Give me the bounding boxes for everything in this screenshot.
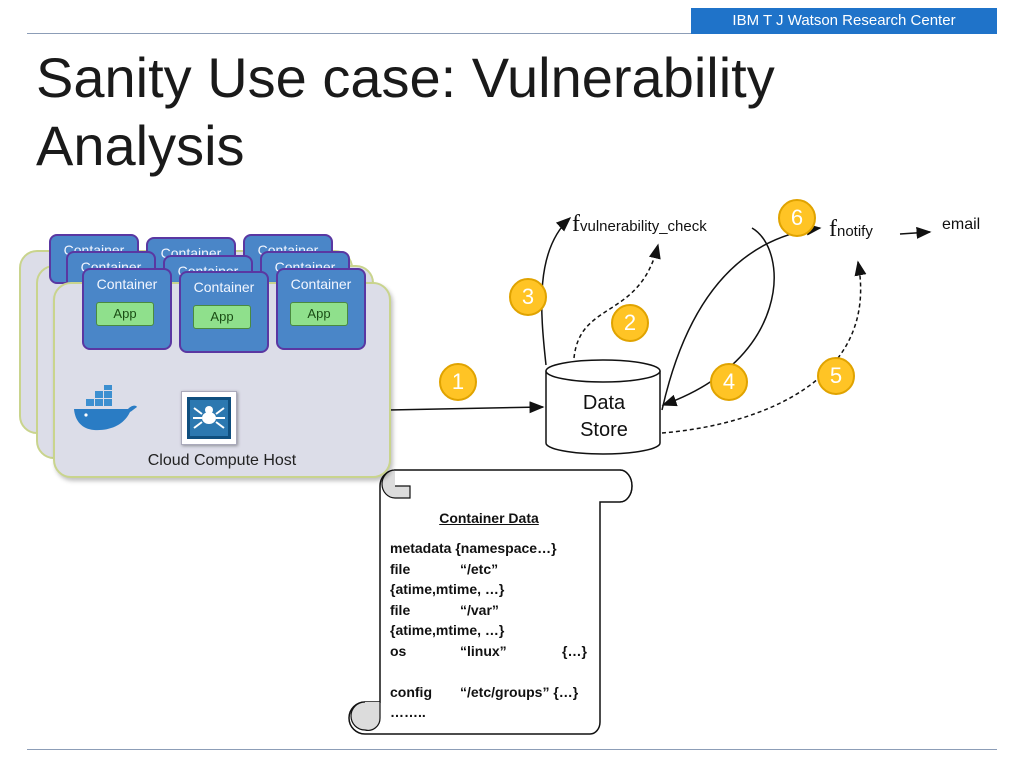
step-badge-4: 4 — [710, 363, 748, 401]
container-data-cell: os — [390, 642, 407, 659]
brand-banner: IBM T J Watson Research Center — [691, 8, 997, 34]
arrow-vuln-result-to-store — [661, 227, 775, 407]
arrow-store-dashed-to-notify — [661, 260, 867, 434]
app-3: App — [290, 302, 348, 326]
step-badge-1: 1 — [439, 363, 477, 401]
step-badge-3: 3 — [509, 278, 547, 316]
step-badge-6: 6 — [778, 199, 816, 237]
container-data-lines: metadata {namespace…} file “/etc” {atime,mt… — [390, 540, 595, 725]
crawler-spider-icon — [181, 391, 237, 445]
title-line-1: Sanity Use case: Vulnerability — [36, 46, 775, 109]
step-badge-2: 2 — [611, 304, 649, 342]
host-label: Cloud Compute Host — [147, 452, 297, 469]
container-data-cell: “/var” — [460, 601, 499, 618]
container-data-cell: “/etc” — [460, 560, 499, 577]
function-notify: fnotify — [829, 216, 873, 242]
container-data-cell: file — [390, 560, 411, 577]
container-data-cell: “/etc/groups” {…} — [460, 683, 579, 700]
container-data-line: os “linux” {…} — [390, 643, 595, 664]
slide-title: Sanity Use case: Vulnerability Analysis — [36, 44, 936, 180]
function-vulnerability-check: fvulnerability_check — [572, 211, 707, 237]
title-line-2: Analysis — [36, 114, 245, 177]
container-data-scroll — [348, 469, 633, 735]
app-1: App — [96, 302, 154, 326]
container-data-line: metadata {namespace…} — [390, 540, 595, 561]
arrow-store-to-notify — [661, 223, 822, 411]
step-badge-5: 5 — [817, 357, 855, 395]
top-rule — [27, 33, 997, 34]
container-1: Container App — [82, 268, 172, 350]
container-data-cell: {atime,mtime, …} — [390, 581, 505, 597]
docker-whale-icon — [74, 385, 137, 431]
container-data-cell: “linux” — [460, 642, 507, 659]
app-2: App — [193, 305, 251, 329]
arrow-store-to-vuln — [540, 216, 572, 366]
data-store-label: Data Store — [580, 392, 628, 441]
container-data-line: …….. — [390, 704, 595, 725]
container-data-cell: {atime,mtime, …} — [390, 622, 505, 638]
container-data-line: file “/etc” — [390, 561, 595, 582]
container-data-cell: file — [390, 601, 411, 618]
arrow-notify-to-email — [899, 226, 932, 239]
container-2: Container App — [179, 271, 269, 353]
container-3: Container App — [276, 268, 366, 350]
container-data-title: Container Data — [439, 510, 539, 526]
container-data-cell: config — [390, 683, 432, 700]
container-data-line — [390, 663, 595, 684]
container-data-line: file “/var” — [390, 602, 595, 623]
arrow-host-to-store — [388, 401, 545, 414]
container-data-cell: metadata {namespace…} — [390, 540, 557, 556]
arrow-vuln-to-store — [573, 243, 661, 359]
container-data-cell: {…} — [562, 642, 587, 659]
bottom-rule — [27, 749, 997, 750]
container-data-line: {atime,mtime, …} — [390, 581, 595, 602]
container-data-line: config “/etc/groups” {…} — [390, 684, 595, 705]
data-store-cylinder — [545, 359, 661, 455]
email-label: email — [942, 216, 981, 233]
container-data-line: {atime,mtime, …} — [390, 622, 595, 643]
container-data-cell: …….. — [390, 704, 426, 720]
